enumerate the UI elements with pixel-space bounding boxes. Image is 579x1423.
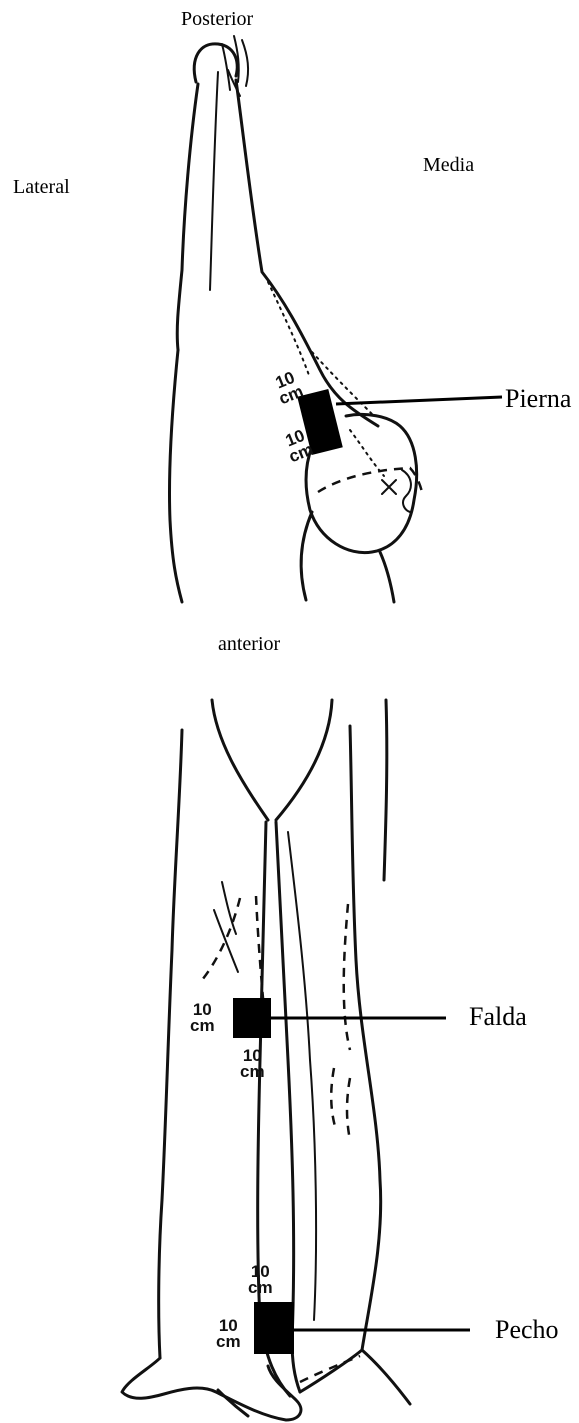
label-anterior: anterior — [218, 633, 280, 656]
label-pierna: Pierna — [505, 384, 571, 414]
label-medial: Media — [423, 154, 474, 177]
falda-dim-a: 10 cm — [190, 1002, 215, 1034]
falda-sample-area — [233, 998, 271, 1038]
label-posterior: Posterior — [181, 8, 253, 31]
label-falda: Falda — [469, 1002, 527, 1032]
falda-dim-b: 10 cm — [240, 1048, 265, 1080]
pecho-sample-area — [254, 1302, 294, 1354]
pecho-dim-b: 10 cm — [216, 1318, 241, 1350]
label-pecho: Pecho — [495, 1315, 559, 1345]
hind-leg-outline — [169, 36, 422, 602]
pierna-leader-line — [336, 397, 502, 404]
label-lateral: Lateral — [13, 176, 70, 199]
pecho-dim-a: 10 cm — [248, 1264, 273, 1296]
